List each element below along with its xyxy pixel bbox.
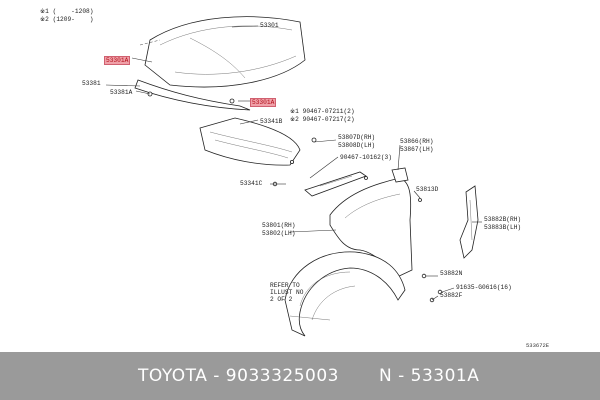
leader-lines (105, 25, 482, 301)
callout-panel-rh: 53882B(RH) (484, 216, 522, 223)
callout-screw: 91635-G0616(16) (456, 284, 512, 291)
front-fender (329, 176, 413, 279)
callout-clip2: ※2 90467-07217(2) (290, 116, 355, 123)
hood-seal (134, 79, 251, 111)
fender-bracket (391, 167, 422, 202)
callout-hood-highlight-right: 53301A (250, 98, 277, 107)
parts-drawing (105, 16, 482, 337)
side-panel (459, 185, 479, 259)
callout-ext-rh: 53807D(RH) (338, 134, 376, 141)
callout-seal-sub: 53381A (110, 89, 133, 96)
callout-hood: 53301 (260, 22, 279, 29)
callout-fender-lh: 53802(LH) (262, 230, 296, 237)
refer-note: REFER TO ILLUST NO 2 OF 2 (270, 282, 304, 303)
callout-bolt: 53813D (416, 186, 439, 193)
footer-reference: N - 53301A (379, 366, 480, 386)
callout-insulator-c: 53341C (240, 180, 263, 187)
callout-f: 53882F (440, 292, 463, 299)
hood-insulator (199, 117, 301, 187)
callout-hood-highlight-left: 53301A (104, 56, 131, 65)
callout-insulator: 53341B (260, 118, 283, 125)
image-code: 533672E (526, 342, 550, 349)
fender-liner (284, 251, 406, 337)
callout-ext-lh: 53808D(LH) (338, 142, 376, 149)
callout-bracket-lh: 53867(LH) (400, 146, 434, 153)
callout-panel-lh: 53883B(LH) (484, 224, 522, 231)
footer-bar: TOYOTA - 9033325003 N - 53301A (0, 352, 600, 400)
parts-diagram: ※1 ( -1208) ※2 (1209- ) 53301 53301A 533… (40, 8, 522, 337)
callout-fender-rh: 53801(RH) (262, 222, 296, 229)
callout-seal: 53381 (82, 80, 101, 87)
hood-panel (139, 16, 306, 88)
callout-clip3: 90467-10162(3) (340, 154, 392, 161)
callout-clip1: ※1 90467-07211(2) (290, 108, 355, 115)
callout-n: 53882N (440, 270, 463, 277)
screw-parts (421, 273, 443, 303)
header-note-1: ※1 ( -1208) (40, 8, 94, 15)
footer-part-number: TOYOTA - 9033325003 (138, 366, 339, 386)
header-note-2: ※2 (1209- ) (40, 16, 94, 23)
callout-bracket-rh: 53866(RH) (400, 138, 434, 145)
